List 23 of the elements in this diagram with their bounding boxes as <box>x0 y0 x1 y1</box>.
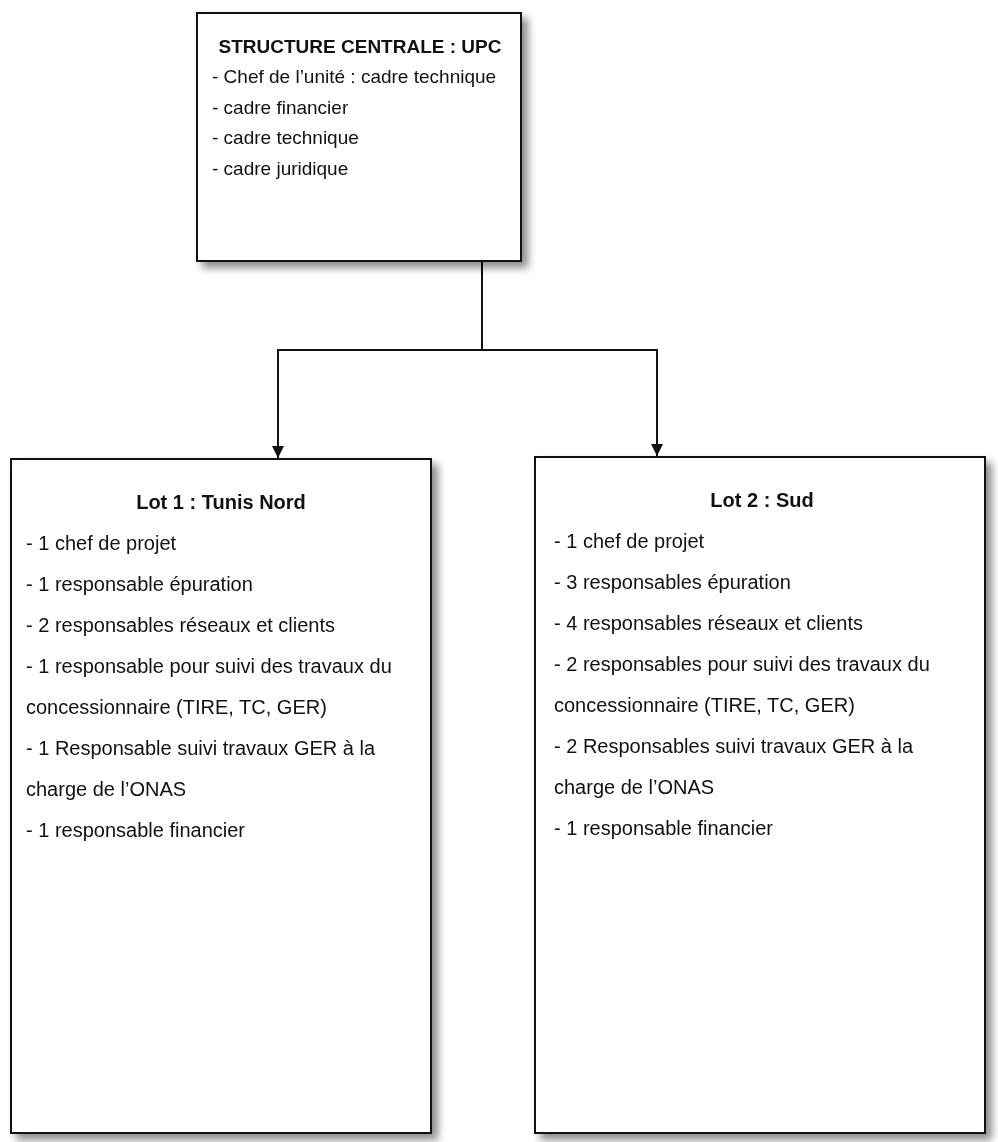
list-item: - 1 chef de projet <box>26 531 178 556</box>
list-item: - 1 responsable financier <box>26 818 246 843</box>
box-heading: Lot 2 : Sud <box>709 488 815 513</box>
list-item: - Chef de l’unité : cadre technique <box>212 65 498 90</box>
list-item: - 2 responsables réseaux et clients <box>26 613 337 638</box>
list-item: - cadre financier <box>212 95 350 120</box>
org-box <box>534 456 986 1134</box>
box-heading: STRUCTURE CENTRALE : UPC <box>217 35 503 59</box>
list-item: - cadre juridique <box>212 156 350 181</box>
list-item: - 3 responsables épuration <box>554 570 792 595</box>
list-item: - 1 responsable financier <box>554 816 774 841</box>
connector-arrow <box>481 261 663 457</box>
box-heading: Lot 1 : Tunis Nord <box>135 490 307 515</box>
org-box <box>10 458 432 1134</box>
list-item: - 1 responsable pour suivi des travaux du concessionnaire (TIRE, TC, GER) <box>26 654 393 720</box>
list-item: - 1 chef de projet <box>554 529 706 554</box>
list-item: - cadre technique <box>212 126 360 151</box>
list-item: - 2 responsables pour suivi des travaux du concessionnaire (TIRE, TC, GER) <box>554 652 931 718</box>
list-item: - 1 Responsable suivi travaux GER à la charge de l’ONAS <box>26 736 377 802</box>
list-item: - 4 responsables réseaux et clients <box>554 611 865 636</box>
list-item: - 2 Responsables suivi travaux GER à la charge de l’ONAS <box>554 734 915 800</box>
list-item: - 1 responsable épuration <box>26 572 254 597</box>
org-box <box>196 12 522 262</box>
